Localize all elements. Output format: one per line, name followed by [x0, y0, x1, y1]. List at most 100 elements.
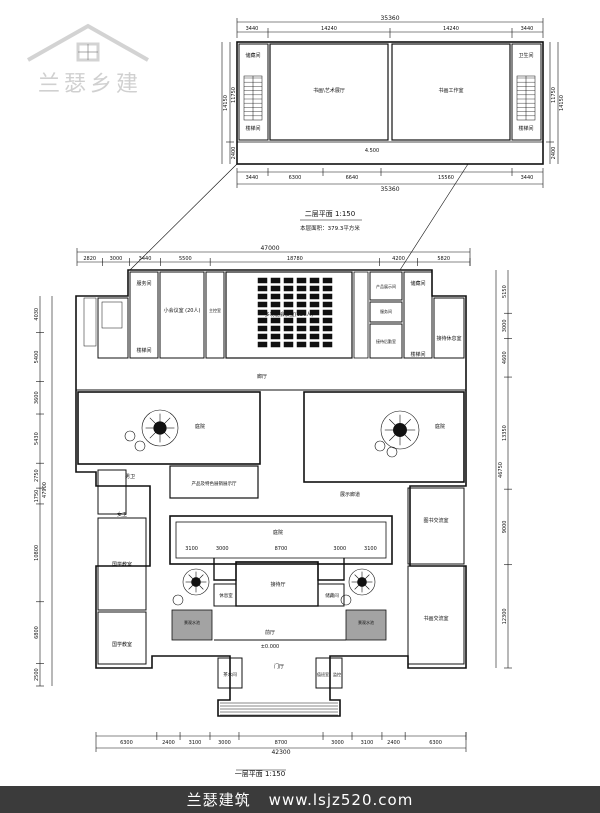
- upper-bottom-total: 35360: [380, 186, 399, 193]
- lower-bottom-dim-6: 3000: [331, 740, 344, 746]
- room-male: 男卫: [125, 474, 135, 480]
- lower-bottom-dim-3: 3100: [189, 740, 202, 746]
- upper-plan-labels: 35360 3440 14240 14240 3440 3440 6300 66…: [223, 15, 565, 232]
- lower-bottom-dim-2: 2400: [162, 740, 175, 746]
- room-display: 产品及特色展销展示厅: [192, 480, 237, 487]
- room-hall: 前厅: [265, 629, 275, 636]
- room-duty: 值班室、监控: [317, 671, 341, 677]
- room-meeting-small: 小会议室 (20人): [164, 307, 201, 314]
- room-service2: 服务间: [380, 308, 392, 314]
- upper-room-stair-r: 楼梯间: [518, 125, 533, 132]
- lower-right-dim-4: 13350: [502, 425, 508, 441]
- room-lounge: 接待休息室: [436, 335, 461, 342]
- lower-right-dim-2: 3000: [502, 319, 508, 332]
- upper-top-total: 35360: [380, 15, 399, 22]
- upper-right-dim-1: 11750: [551, 87, 557, 103]
- room-control: 主控室: [209, 307, 221, 313]
- room-stair-r: 楼梯间: [410, 351, 425, 358]
- room-rest: 休息室: [219, 592, 233, 599]
- house-logo-watermark: [18, 18, 158, 108]
- lower-top-dim-1: 2820: [83, 256, 96, 262]
- lower-bottom-dim-9: 6300: [429, 740, 442, 746]
- upper-area-note: 本层面积：379.3平方米: [300, 224, 360, 232]
- lower-bottom-dim-8: 2400: [387, 740, 400, 746]
- lower-left-dim-8: 6800: [34, 626, 40, 639]
- room-gallery: 展示廊道: [340, 491, 360, 498]
- lower-bottom-dim-5: 8700: [275, 740, 288, 746]
- lower-right-dim-6: 12300: [502, 608, 508, 624]
- room-stair-l: 楼梯间: [136, 347, 151, 354]
- upper-top-dim-2: 14240: [321, 26, 337, 32]
- room-court-l: 庭院: [195, 423, 205, 430]
- upper-right-dim-2: 2400: [551, 147, 557, 160]
- lower-top-dim-4: 5500: [179, 256, 192, 262]
- upper-right-total: 14150: [559, 95, 565, 111]
- room-storage2: 储藏间: [325, 592, 339, 599]
- room-service: 服务间: [136, 280, 151, 287]
- room-tea: 茶水间: [223, 671, 237, 678]
- upper-room-toilet: 卫生间: [518, 52, 533, 59]
- upper-top-dim-4: 3440: [521, 26, 534, 32]
- watermark-text: 兰瑟乡建: [38, 72, 143, 97]
- lower-left-total: 47900: [42, 482, 48, 498]
- lower-inner-dim-2: 3000: [216, 546, 229, 552]
- room-entry: 门厅: [274, 663, 284, 670]
- lower-left-dim-3: 3600: [34, 391, 40, 404]
- lower-plan: [36, 248, 512, 752]
- upper-bottom-dim-2: 6300: [289, 175, 302, 181]
- upper-left-dim-1: 11750: [231, 87, 237, 103]
- lower-left-dim-5: 2750: [34, 469, 40, 482]
- upper-room-studio: 书画工作室: [438, 87, 463, 94]
- lower-top-dim-3: 3440: [139, 256, 152, 262]
- room-culture-r: 图书交流室: [423, 517, 448, 524]
- room-meeting-large: 多功能会议室(120人): [265, 311, 313, 318]
- upper-plan: [129, 18, 559, 271]
- upper-bottom-dim-1: 3440: [246, 175, 259, 181]
- lower-right-total: 46750: [498, 462, 504, 478]
- lower-bottom-dim-1: 6300: [120, 740, 133, 746]
- footer-url-link[interactable]: www.lsjz520.com: [268, 790, 414, 809]
- footer-bar: 兰瑟建筑 www.lsjz520.com: [0, 786, 600, 813]
- lower-bottom-dim-4: 3000: [218, 740, 231, 746]
- lower-left-dim-1: 4030: [34, 308, 40, 321]
- room-court-c: 庭院: [273, 529, 283, 536]
- room-culture-l2: 国学教室: [112, 641, 132, 648]
- lower-left-dim-6: 1750: [34, 490, 40, 503]
- upper-bottom-dim-3: 6640: [346, 175, 359, 181]
- lower-bottom-total: 42300: [271, 749, 290, 756]
- lower-top-total: 47000: [260, 245, 279, 252]
- room-storage: 储藏间: [410, 280, 425, 287]
- lower-inner-dim-1: 3100: [185, 546, 198, 552]
- lower-top-dim-2: 3000: [110, 256, 123, 262]
- lower-top-dim-6: 4200: [392, 256, 405, 262]
- room-culture-l: 国学教室: [112, 561, 132, 568]
- room-female: 女卫: [117, 511, 127, 518]
- footer-brand: 兰瑟建筑: [186, 791, 251, 809]
- lower-left-dim-9: 2500: [34, 668, 40, 681]
- lower-plan-title: 一层平面 1:150: [235, 770, 285, 778]
- upper-left-total: 14150: [223, 95, 229, 111]
- upper-top-dim-1: 3440: [246, 26, 259, 32]
- lower-left-dim-2: 5400: [34, 351, 40, 364]
- room-court-r: 庭院: [435, 423, 445, 430]
- lower-left-dim-7: 10800: [34, 545, 40, 561]
- upper-bottom-dim-5: 3440: [521, 175, 534, 181]
- lower-top-dim-7: 5820: [437, 256, 450, 262]
- room-office: 接待后勤室: [376, 338, 396, 344]
- upper-level-mark: 4.500: [365, 148, 379, 154]
- room-culture-r2: 书画交流室: [423, 615, 448, 622]
- lower-level-mark: ±0.000: [261, 644, 280, 650]
- upper-room-stair-l: 楼梯间: [245, 125, 260, 132]
- room-equipment: 产品展示间: [376, 283, 396, 289]
- lower-inner-dim-5: 3100: [364, 546, 377, 552]
- lower-right-dim-5: 9000: [502, 521, 508, 534]
- upper-left-dim-2: 2400: [231, 147, 237, 160]
- lower-right-dim-1: 5150: [502, 285, 508, 298]
- lower-left-dim-4: 5430: [34, 432, 40, 445]
- upper-room-storage: 储藏间: [245, 52, 260, 59]
- upper-top-dim-3: 14240: [443, 26, 459, 32]
- room-reception: 接待厅: [270, 581, 285, 588]
- upper-bottom-dim-4: 15560: [438, 175, 454, 181]
- upper-room-hall: 书画\艺术展厅: [313, 87, 345, 94]
